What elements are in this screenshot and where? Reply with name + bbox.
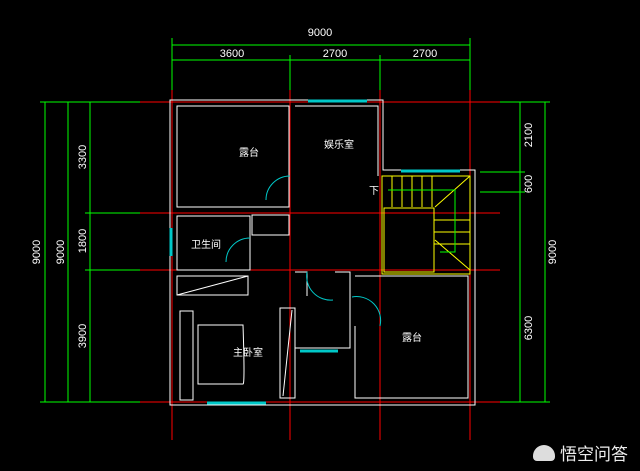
- room-master-bedroom: 主卧室: [233, 346, 263, 359]
- room-bathroom: 卫生间: [191, 238, 221, 251]
- dim-top-2: 2700: [323, 48, 347, 60]
- staircase: [381, 175, 471, 275]
- watermark: 悟空问答: [533, 440, 628, 465]
- room-terrace-top: 露台: [239, 146, 259, 159]
- dim-top-total: 9000: [308, 27, 332, 39]
- dim-left-1: 3300: [77, 145, 89, 169]
- dim-left-outer: 9000: [31, 240, 43, 264]
- watermark-text: 悟空问答: [560, 445, 628, 465]
- dim-right-1: 2100: [523, 123, 535, 147]
- dim-top-3: 2700: [413, 48, 437, 60]
- stair-arrow: [388, 189, 456, 253]
- walls: [169, 99, 476, 406]
- axis-grid: [140, 90, 500, 440]
- stairs-down-label: 下: [369, 186, 379, 197]
- wukong-logo-icon: [533, 444, 555, 461]
- dim-top-1: 3600: [220, 48, 244, 60]
- dim-left-2: 1800: [77, 229, 89, 253]
- room-entertainment: 娱乐室: [324, 138, 354, 151]
- dim-right-3: 6300: [523, 316, 535, 340]
- dim-left-inner: 9000: [55, 240, 67, 264]
- windows-doors: [169, 99, 460, 405]
- dim-right-total: 9000: [547, 240, 559, 264]
- room-terrace-bottom: 露台: [402, 331, 422, 344]
- dim-right-2: 600: [523, 175, 535, 193]
- dim-left-3: 3900: [77, 324, 89, 348]
